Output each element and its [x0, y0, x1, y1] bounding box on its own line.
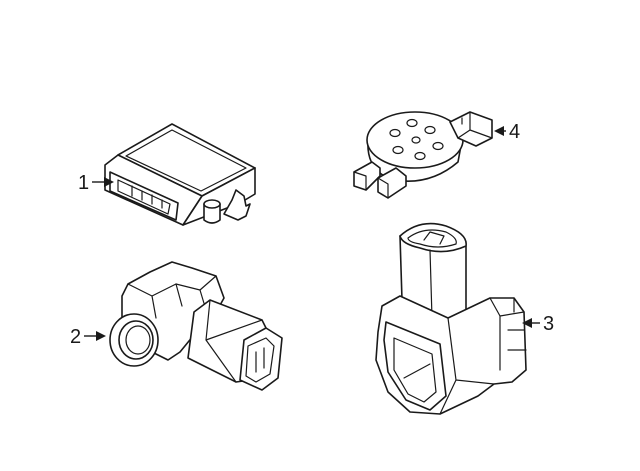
callout-2: 2	[70, 326, 106, 348]
arrow-left-icon	[522, 318, 532, 328]
callout-3-label: 3	[543, 313, 554, 335]
arrow-right-icon	[104, 177, 114, 187]
callout-1-label: 1	[78, 172, 89, 194]
callout-4-label: 4	[509, 121, 520, 143]
arrow-left-icon	[494, 126, 504, 136]
part-4-speaker[interactable]	[353, 111, 493, 199]
callout-2-label: 2	[70, 326, 81, 348]
callout-4: 4	[494, 121, 520, 143]
callout-3: 3	[522, 313, 554, 335]
part-1-control-module[interactable]	[104, 123, 256, 226]
arrow-right-icon	[96, 331, 106, 341]
part-2-parking-sensor[interactable]	[109, 261, 283, 391]
part-3-sensor[interactable]	[375, 222, 527, 415]
callout-1: 1	[78, 172, 114, 194]
